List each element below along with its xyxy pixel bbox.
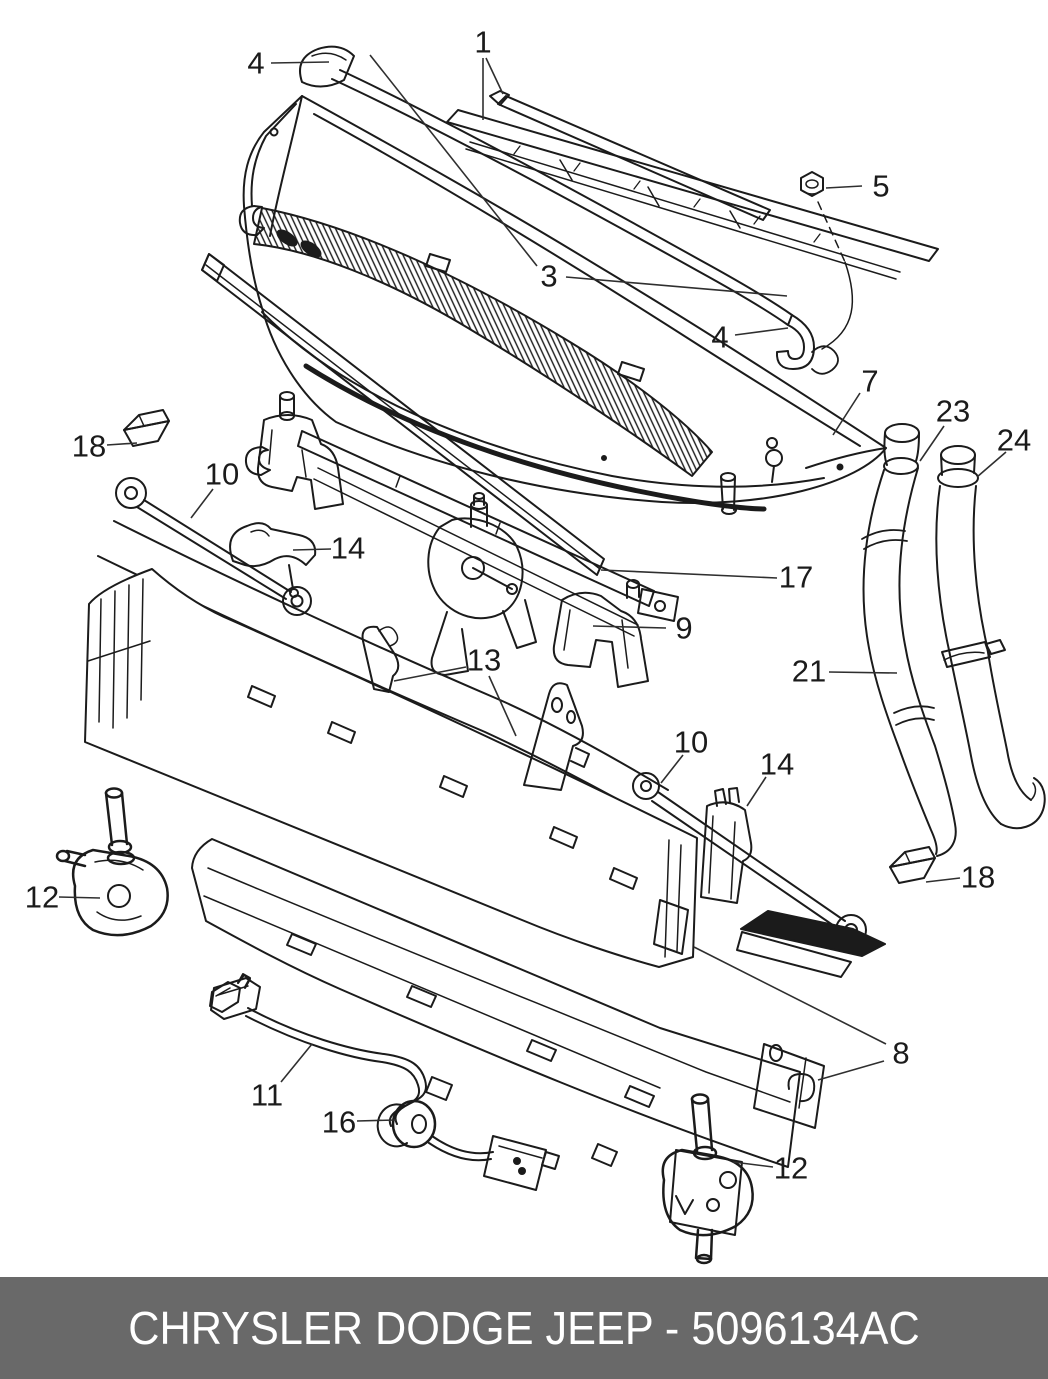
callout-8: 8 <box>892 1035 910 1071</box>
callout-3: 3 <box>540 258 558 294</box>
callout-18: 18 <box>960 859 996 895</box>
footer-bar: CHRYSLER DODGE JEEP - 5096134AC <box>0 1277 1048 1379</box>
wiper-arm-stowed-art <box>736 910 886 978</box>
wiper-linkage-art <box>244 391 679 688</box>
callout-13: 13 <box>466 642 502 678</box>
cowl-plenum-lower-art <box>191 838 825 1168</box>
callout-12: 12 <box>24 879 60 915</box>
callout-9: 9 <box>675 610 693 646</box>
callout-14: 14 <box>759 746 795 782</box>
callout-11: 11 <box>250 1077 284 1113</box>
callout-5: 5 <box>872 168 890 204</box>
mount-bracket-right-art <box>700 787 753 904</box>
wiper-blade-assembly-art <box>446 90 939 280</box>
mount-bracket-left-art <box>229 522 317 598</box>
grommet-icon <box>391 1099 437 1149</box>
callout-7: 7 <box>861 363 879 399</box>
callout-16: 16 <box>321 1104 357 1140</box>
callout-23: 23 <box>935 393 971 429</box>
callout-4: 4 <box>247 45 265 81</box>
callout-10: 10 <box>673 724 709 760</box>
cowl-grille-panel-art <box>238 95 887 515</box>
seal-strip-art <box>201 253 605 576</box>
retainer-clip-right-art <box>889 846 936 884</box>
wiring-harness-art <box>209 974 560 1191</box>
link-rod-left-art <box>115 477 312 616</box>
arm-nut-art <box>800 171 854 350</box>
washer-pivot-right-art <box>661 1093 754 1265</box>
callout-24: 24 <box>996 422 1032 458</box>
callout-21: 21 <box>791 653 827 689</box>
retainer-clip-left-art <box>123 409 170 447</box>
callout-14: 14 <box>330 530 366 566</box>
washer-pivot-left-art <box>55 787 169 937</box>
callout-1: 1 <box>474 24 492 60</box>
callout-10: 10 <box>204 456 240 492</box>
callout-4: 4 <box>711 319 729 355</box>
washer-hose-right-art <box>935 445 1046 830</box>
washer-hose-left-art <box>861 423 957 857</box>
callout-17: 17 <box>778 559 814 595</box>
callout-18: 18 <box>71 428 107 464</box>
cowl-plenum-upper-art <box>84 520 698 968</box>
footer-brand-part-number: CHRYSLER DODGE JEEP - 5096134AC <box>128 1302 920 1354</box>
callout-12: 12 <box>773 1150 809 1186</box>
